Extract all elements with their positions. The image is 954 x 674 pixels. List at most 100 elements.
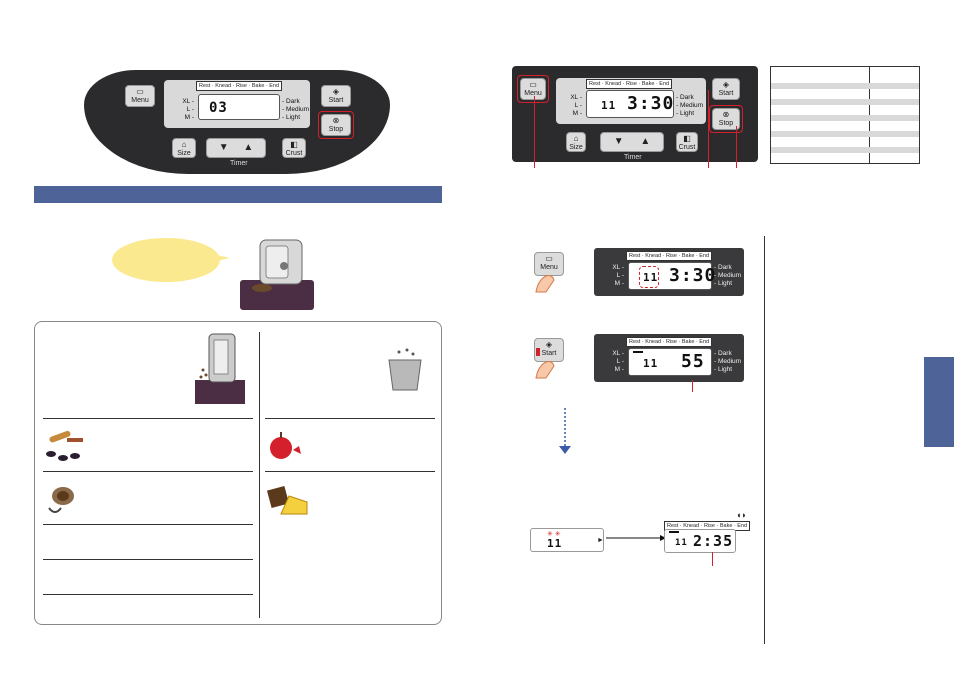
loaf-icon: ⌂ bbox=[181, 140, 187, 149]
menu-button-label: Menu bbox=[524, 90, 542, 97]
display-frame: Rest · Knead · Rise · Bake · End XL - L … bbox=[556, 78, 706, 124]
stage-marker bbox=[633, 351, 643, 353]
size-xl-label: XL - bbox=[570, 94, 582, 101]
control-panel-left: ▭ Menu Rest · Knead · Rise · Bake · End … bbox=[84, 70, 390, 174]
menu-button-label: Menu bbox=[131, 97, 149, 104]
lcd-time: 3:30 bbox=[669, 265, 717, 286]
apple-icon bbox=[270, 432, 301, 459]
legend-table bbox=[770, 66, 920, 164]
table-row bbox=[771, 147, 919, 153]
dispenser-illustration-icon bbox=[195, 333, 245, 404]
crust-dark-label: - Dark bbox=[676, 94, 694, 101]
size-button[interactable]: ⌂ Size bbox=[566, 132, 586, 152]
size-l-label: L - bbox=[616, 358, 624, 365]
stage-band: Rest · Knead · Rise · Bake · End bbox=[586, 79, 673, 89]
control-panel-right: ▭ Menu Rest · Knead · Rise · Bake · End … bbox=[512, 66, 758, 162]
dried-fruit-icon bbox=[46, 430, 83, 461]
stop-highlight bbox=[709, 105, 743, 133]
size-xl-label: XL - bbox=[612, 350, 624, 357]
lcd-screen: 11 55 bbox=[628, 348, 712, 376]
start-icon: ◈ bbox=[332, 87, 340, 96]
stage-band: Rest · Knead · Rise · Bake · End bbox=[626, 251, 713, 261]
crust-dark-label: - Dark bbox=[714, 264, 732, 271]
callout-line-menu bbox=[534, 96, 535, 168]
lcd-screen: 11 3:30 bbox=[628, 262, 715, 290]
stop-icon: ⊗ bbox=[722, 110, 730, 119]
crust-light-label: - Light bbox=[282, 114, 301, 121]
stop-button-label: Stop bbox=[718, 120, 734, 127]
start-button[interactable]: ◈ Start bbox=[712, 78, 740, 100]
size-button-label: Size bbox=[177, 150, 191, 157]
divider-7 bbox=[265, 471, 435, 472]
crust-medium-label: - Medium bbox=[282, 106, 310, 113]
step1-menu-button[interactable]: ▭ Menu bbox=[534, 252, 564, 276]
divider-3 bbox=[43, 524, 253, 525]
pan-illustration-icon bbox=[388, 348, 422, 391]
crust-button-label: Crust bbox=[285, 150, 303, 157]
timer-label: Timer bbox=[624, 154, 642, 161]
chocolate-cheese-icon bbox=[267, 485, 308, 515]
start-button-label: Start bbox=[328, 97, 344, 104]
start-icon: ◈ bbox=[722, 80, 730, 89]
crust-icon: ◧ bbox=[683, 134, 691, 143]
menu-button[interactable]: ▭ Menu bbox=[520, 78, 546, 100]
stop-button[interactable]: ⊗ Stop bbox=[321, 114, 351, 136]
size-l-label: L - bbox=[616, 272, 624, 279]
down-arrow-icon[interactable]: ▼ bbox=[218, 142, 229, 153]
start-icon: ◈ bbox=[545, 340, 553, 349]
crust-button[interactable]: ◧ Crust bbox=[282, 138, 306, 158]
display-frame: Rest · Knead · Rise · Bake · End XL - L … bbox=[164, 80, 310, 128]
table-row bbox=[771, 115, 919, 121]
callout-line-stop bbox=[736, 126, 737, 168]
menu-button[interactable]: ▭ Menu bbox=[125, 85, 155, 107]
small-display-1: 11 ✳ ✳ ► bbox=[530, 528, 604, 552]
book-icon: ▭ bbox=[545, 254, 553, 263]
flash-mark-icon: ✳ ✳ bbox=[547, 531, 561, 538]
table-row bbox=[771, 131, 919, 137]
timer-label: Timer bbox=[230, 160, 248, 167]
size-button-label: Size bbox=[569, 144, 583, 151]
up-arrow-icon[interactable]: ▲ bbox=[640, 136, 651, 147]
crust-light-label: - Light bbox=[714, 280, 733, 287]
crust-medium-label: - Medium bbox=[676, 102, 704, 109]
up-arrow-icon[interactable]: ▲ bbox=[243, 142, 254, 153]
stage-band: Rest · Knead · Rise · Bake · End bbox=[626, 337, 713, 347]
table-row bbox=[771, 83, 919, 89]
divider-1 bbox=[43, 418, 253, 419]
start-indicator-light bbox=[536, 348, 540, 356]
size-m-label: M - bbox=[572, 110, 582, 117]
lcd-menu-number: 11 bbox=[643, 357, 659, 370]
divider-5 bbox=[43, 594, 253, 595]
lcd-time: 55 bbox=[681, 351, 705, 372]
step2-display: Rest · Knead · Rise · Bake · End XL - L … bbox=[594, 334, 744, 382]
callout-line-start bbox=[708, 90, 709, 168]
down-arrow-icon[interactable]: ▼ bbox=[613, 136, 624, 147]
size-button[interactable]: ⌂ Size bbox=[172, 138, 196, 158]
lcd-screen: 11 3:30 bbox=[586, 90, 674, 118]
bubble-tail-icon bbox=[212, 254, 230, 262]
crust-light-label: - Light bbox=[714, 366, 733, 373]
stop-button[interactable]: ⊗ Stop bbox=[712, 108, 740, 130]
small-menu-number: 11 bbox=[547, 537, 563, 550]
crust-button[interactable]: ◧ Crust bbox=[676, 132, 698, 152]
small-display-2: 11 2:35 bbox=[664, 529, 736, 553]
page-divider bbox=[764, 236, 765, 644]
down-dotted-arrow-icon bbox=[559, 408, 571, 454]
crust-icon: ◧ bbox=[290, 140, 298, 149]
table-row bbox=[771, 99, 919, 105]
step1-display: Rest · Knead · Rise · Bake · End XL - L … bbox=[594, 248, 744, 296]
side-index-tab bbox=[924, 357, 954, 447]
kneading-icon: ◖◗ bbox=[736, 510, 747, 520]
crust-dark-label: - Dark bbox=[714, 350, 732, 357]
divider-4 bbox=[43, 559, 253, 560]
divider-2 bbox=[43, 471, 253, 472]
stop-button-label: Stop bbox=[328, 126, 344, 133]
divider-6 bbox=[265, 418, 435, 419]
start-button[interactable]: ◈ Start bbox=[321, 85, 351, 107]
speech-bubble bbox=[112, 238, 220, 282]
timer-buttons: ▼ ▲ bbox=[206, 138, 266, 158]
bread-machine-icon bbox=[240, 239, 314, 310]
finger-press-icon bbox=[535, 275, 555, 293]
ingredients-box bbox=[34, 321, 442, 625]
crust-dark-label: - Dark bbox=[282, 98, 300, 105]
